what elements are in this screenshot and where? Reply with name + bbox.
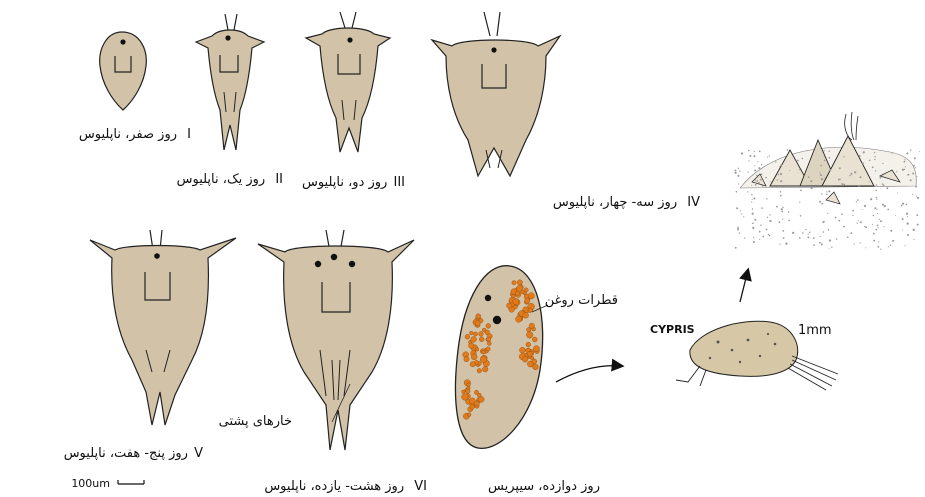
stage-1-label: روز صفر، ناپلیوس I: [79, 127, 191, 142]
up-arrow-icon: [740, 270, 748, 302]
nauplius-stage-4: [432, 12, 560, 176]
scale-bar-label: 100um: [71, 477, 110, 490]
dorsal-spines-label: خارهای پشتی: [219, 414, 292, 429]
cypris-tag: CYPRIS: [650, 323, 695, 336]
cypris-larva-with-oil-droplets: [455, 266, 542, 449]
oil-droplets-label: قطرات روغن: [545, 293, 618, 308]
nauplius-stage-2: [196, 14, 264, 150]
adult-barnacles-sketch: [735, 112, 921, 250]
stage-3-label: روز دو، ناپلیوس III: [302, 175, 405, 190]
stage-4-label: روز سه- چهار، ناپلیوس IV: [553, 195, 700, 210]
nauplius-stage-3: [306, 12, 390, 152]
curved-arrow-icon: [556, 366, 622, 382]
nauplius-stage-5: [90, 230, 236, 425]
cypris-stage-label: روز دوازده، سیپریس: [488, 479, 600, 494]
stage-2-label: روز یک، ناپلیوس II: [177, 172, 283, 187]
cypris-size-label: 1mm: [798, 323, 832, 338]
stage-6-label: روز هشت- یازده، ناپلیوس VI: [264, 479, 427, 494]
stage-5-label: روز پنج- هفت، ناپلیوس V: [64, 446, 203, 461]
nauplius-stage-1: [100, 32, 147, 110]
